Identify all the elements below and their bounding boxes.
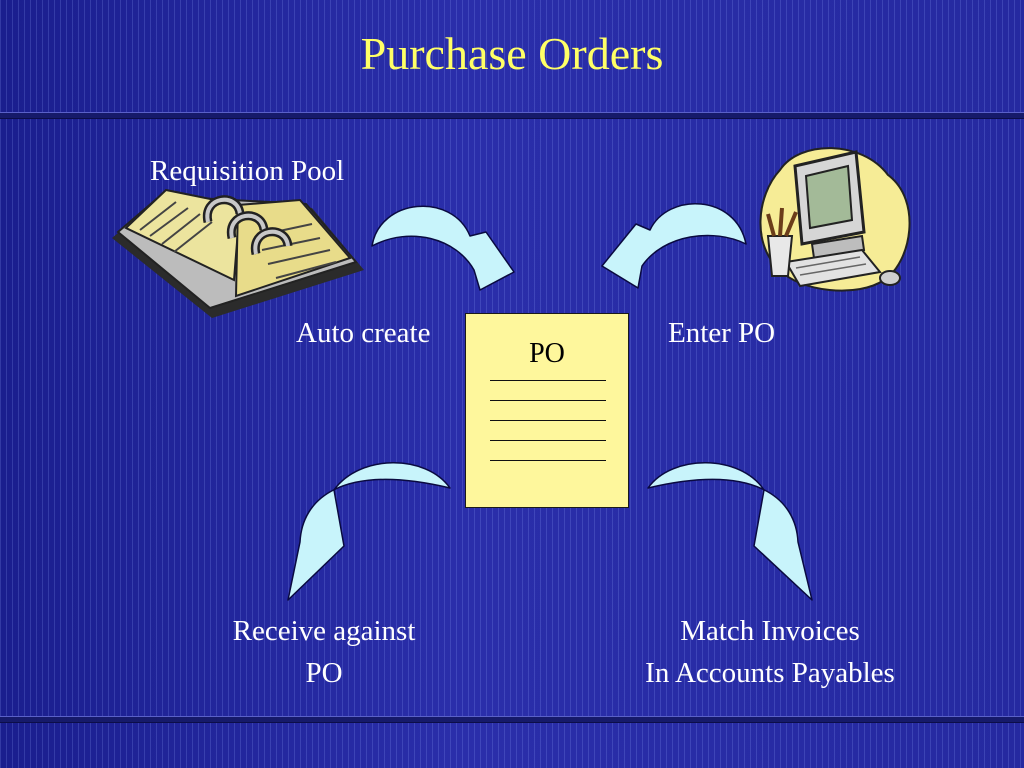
match-label-line1: Match Invoices bbox=[680, 615, 860, 647]
auto-create-label: Auto create bbox=[296, 317, 431, 349]
computer-icon bbox=[759, 147, 911, 292]
bottom-divider bbox=[0, 716, 1024, 723]
match-label: Match Invoices In Accounts Payables bbox=[610, 610, 930, 694]
slide-title: Purchase Orders bbox=[360, 28, 664, 79]
match-label-line2: In Accounts Payables bbox=[645, 657, 895, 689]
binder-icon bbox=[112, 188, 364, 318]
receive-label: Receive against PO bbox=[210, 610, 438, 694]
receive-label-line2: PO bbox=[305, 657, 343, 689]
po-document-title: PO bbox=[529, 338, 565, 369]
po-document-line bbox=[490, 420, 606, 421]
auto-create-arrow bbox=[371, 205, 515, 291]
po-document-line bbox=[490, 400, 606, 401]
enter-po-arrow bbox=[601, 202, 747, 289]
po-document: PO bbox=[465, 313, 629, 508]
requisition-pool-label: Requisition Pool bbox=[150, 155, 345, 187]
top-divider bbox=[0, 112, 1024, 119]
po-document-line bbox=[490, 460, 606, 461]
po-document-line bbox=[490, 440, 606, 441]
match-arrow bbox=[647, 462, 813, 601]
po-document-line bbox=[490, 380, 606, 381]
enter-po-label: Enter PO bbox=[668, 317, 776, 349]
receive-label-line1: Receive against bbox=[232, 615, 416, 647]
receive-arrow bbox=[287, 462, 451, 601]
